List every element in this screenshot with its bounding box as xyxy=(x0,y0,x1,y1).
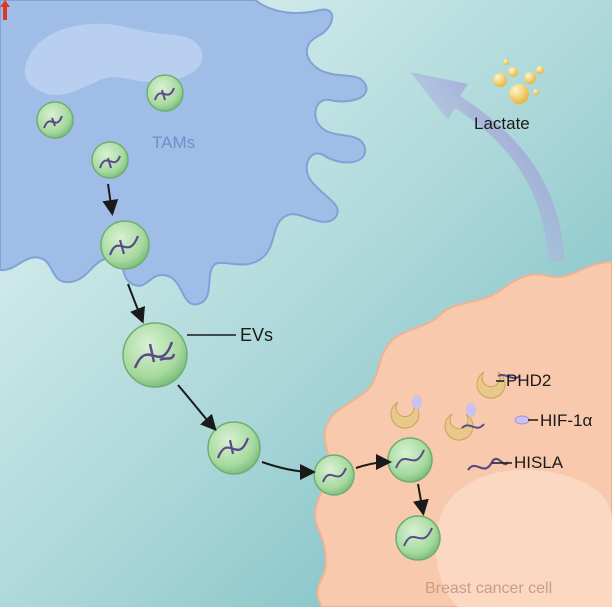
vesicle xyxy=(122,322,188,388)
lactate-droplets xyxy=(493,59,544,104)
vesicle xyxy=(387,437,433,483)
leader-lines xyxy=(187,334,538,464)
phd2-protein xyxy=(444,403,485,441)
hif-label: HIF-1α xyxy=(540,411,593,430)
cancer-nucleus xyxy=(436,469,612,607)
transport-arrows xyxy=(102,183,429,516)
hisla-label: HISLA xyxy=(514,453,564,472)
vesicle xyxy=(395,515,441,561)
evs-label: EVs xyxy=(240,325,274,345)
vesicle xyxy=(207,421,261,475)
phd2-protein xyxy=(476,371,521,399)
vesicle xyxy=(36,101,74,139)
macrophage-label: TAMs xyxy=(152,133,196,152)
increase-arrow-icon xyxy=(0,0,10,20)
phd2-label: PHD2 xyxy=(506,371,552,390)
vesicle xyxy=(100,220,150,270)
vesicle xyxy=(91,141,129,179)
vesicle xyxy=(313,454,355,496)
phd2-protein xyxy=(390,395,422,429)
cancer-cell-label: Breast cancer cell xyxy=(425,580,553,597)
lactate-uptake-arrow xyxy=(410,72,565,262)
hif-1a-protein xyxy=(514,415,530,425)
vesicle xyxy=(146,74,184,112)
lactate-label: Lactate xyxy=(474,114,530,133)
